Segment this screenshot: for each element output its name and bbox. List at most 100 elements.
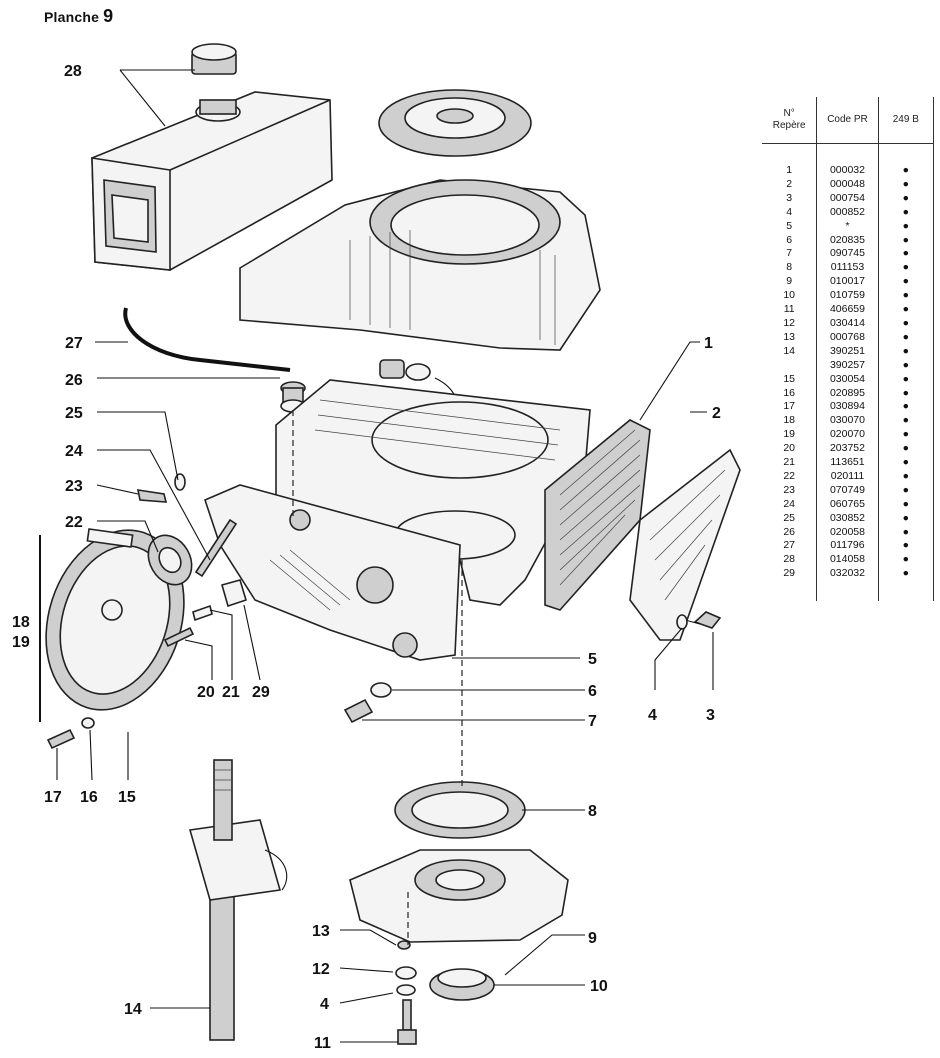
cell-model-mark: ● (877, 386, 935, 401)
callout-18: 18 (12, 614, 30, 631)
table-row: 12 030414● (762, 316, 935, 331)
cell-code: 032032 (816, 567, 879, 582)
clip-29 (221, 579, 247, 608)
cell-repere: 23 (783, 483, 795, 496)
callout-22: 22 (65, 514, 83, 531)
callout-24: 24 (65, 443, 83, 460)
bullet-icon: ● (902, 219, 909, 232)
callout-15: 15 (118, 789, 136, 806)
cell-code: 010017 (816, 275, 879, 290)
bullet-icon: ● (902, 483, 909, 496)
cell-repere: 11 (783, 303, 795, 316)
washer-12 (395, 966, 417, 980)
table-tail-row (762, 581, 935, 602)
bullet-icon: ● (902, 261, 909, 274)
bearing-plate (349, 849, 569, 943)
screw-23 (136, 489, 168, 503)
cell-repere: 19 (783, 428, 795, 441)
table-header-row: N° Repère Code PR 249 B (762, 97, 935, 144)
cell-code: 000852 (816, 205, 879, 220)
cell-code: 030070 (816, 414, 879, 429)
cell-repere: 12 (783, 316, 795, 329)
table-row: 5*● (762, 219, 935, 234)
table-spacer-row (762, 143, 935, 164)
cell-repere: 3 (786, 191, 793, 204)
cell-model-mark: ● (877, 428, 935, 443)
cell-model-mark: ● (877, 247, 935, 262)
cell-repere: 1 (786, 164, 793, 176)
cell-repere: 28 (783, 553, 795, 566)
bullet-icon: ● (902, 525, 909, 538)
callout-3: 3 (706, 707, 715, 724)
cell-code: 113651 (816, 456, 879, 470)
cell-code: 020895 (816, 386, 879, 401)
callout-16: 16 (80, 789, 98, 806)
header-code: Code PR (816, 97, 879, 144)
cell-repere: 5 (786, 219, 793, 232)
cell-repere: 2 (786, 177, 793, 190)
cell-model-mark: ● (877, 483, 935, 498)
callout-5: 5 (588, 651, 597, 668)
cell-model-mark: ● (877, 316, 935, 331)
cell-repere: 24 (783, 497, 795, 510)
bullet-icon: ● (902, 372, 909, 385)
callout-2: 2 (712, 405, 721, 422)
callout-12: 12 (312, 961, 330, 978)
leader-lines (56, 69, 714, 1043)
cell-code: 030852 (816, 511, 879, 526)
cell-repere: 21 (783, 456, 795, 469)
cell-model-mark: ● (877, 233, 935, 248)
head-washer (676, 614, 688, 630)
cell-repere: 17 (783, 400, 795, 413)
header-repere: N° Repère (762, 97, 818, 144)
cell-model-mark: ● (877, 539, 935, 554)
screw-20 (163, 626, 195, 648)
starter-label (86, 528, 134, 548)
cell-repere: 29 (783, 567, 795, 580)
cell-model-mark: ● (877, 553, 935, 568)
cell-code: 203752 (816, 442, 879, 457)
blower-housing (239, 179, 601, 351)
page-number: 9 (103, 6, 114, 26)
oil-seal (429, 968, 495, 1001)
cell-model-mark: ● (877, 219, 935, 234)
spring-21 (192, 604, 213, 622)
cell-code: 030894 (816, 400, 879, 415)
bullet-icon: ● (902, 233, 909, 246)
bullet-icon: ● (902, 344, 909, 357)
screw-7 (343, 698, 374, 724)
cell-model-mark: ● (877, 497, 935, 512)
cell-model-mark: ● (877, 261, 935, 276)
callout-26: 26 (65, 372, 83, 389)
callout-7: 7 (588, 713, 597, 730)
cell-code: 000768 (816, 330, 879, 345)
callout-4b: 4 (320, 996, 329, 1013)
cell-model-mark: ● (877, 191, 935, 206)
cell-model-mark: ● (877, 525, 935, 540)
cell-model-mark: ● (877, 205, 935, 220)
fuel-line (123, 307, 291, 372)
cell-code: 030414 (816, 316, 879, 331)
cell-repere: 15 (783, 372, 795, 385)
bullet-icon: ● (902, 456, 909, 469)
bullet-icon: ● (902, 164, 909, 176)
callout-28: 28 (64, 63, 82, 80)
intake-body (204, 484, 461, 661)
washer-6 (370, 682, 392, 698)
cell-repere: 18 (783, 414, 795, 427)
bullet-icon: ● (902, 414, 909, 427)
flywheel (45, 529, 185, 711)
cell-model-mark: ● (877, 164, 935, 178)
